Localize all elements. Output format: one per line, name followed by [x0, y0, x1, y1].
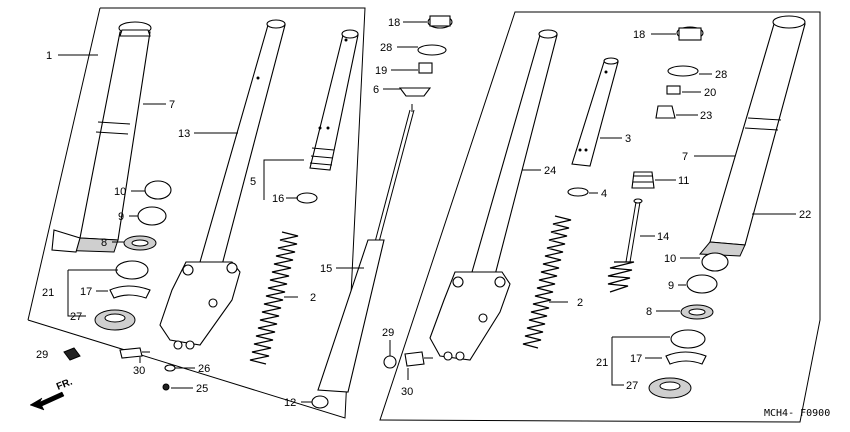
label-10: 10: [114, 186, 126, 198]
label-17-right: 17: [630, 353, 642, 365]
fork-slider-right: [429, 29, 558, 361]
cap-parts-right: [567, 26, 704, 197]
label-1: 1: [46, 50, 52, 62]
label-2: 2: [310, 292, 316, 304]
right-panel-border: [379, 11, 821, 423]
label-29: 29: [36, 349, 48, 361]
direction-label: FR.: [55, 376, 74, 392]
fork-spring-left: [249, 231, 299, 365]
damper-rod-left: [309, 29, 359, 171]
label-30-right: 30: [401, 386, 413, 398]
label-11: 11: [678, 175, 689, 187]
diagram-code: MCH4- F0900: [764, 408, 830, 419]
label-12: 12: [284, 397, 296, 409]
small-washers-left: [63, 192, 329, 409]
label-25: 25: [196, 383, 208, 395]
label-4: 4: [601, 188, 607, 200]
label-17: 17: [80, 286, 92, 298]
label-3: 3: [625, 133, 631, 145]
label-26: 26: [198, 363, 210, 375]
label-18-right: 18: [633, 29, 645, 41]
damper-cartridge-right: [607, 198, 643, 293]
label-7: 7: [169, 99, 175, 111]
label-27: 27: [70, 311, 82, 323]
cap-parts-left: [398, 15, 453, 97]
label-2-right: 2: [577, 297, 583, 309]
fork-slider-left: [159, 19, 286, 350]
dust-seals-right: [648, 252, 729, 399]
label-22: 22: [799, 209, 811, 221]
label-13: 13: [178, 128, 190, 140]
label-5: 5: [250, 176, 256, 188]
label-20: 20: [704, 87, 716, 99]
label-16: 16: [272, 193, 284, 205]
leaders-right: [389, 33, 796, 386]
leaders-left: [58, 21, 427, 403]
label-15: 15: [320, 263, 332, 275]
label-28: 28: [380, 42, 392, 54]
left-panel-edge: [27, 7, 101, 321]
label-23: 23: [700, 110, 712, 122]
fork-spring-right: [522, 215, 572, 349]
label-27-right: 27: [626, 380, 638, 392]
label-6: 6: [373, 84, 379, 96]
label-18: 18: [388, 17, 400, 29]
label-14: 14: [657, 231, 669, 243]
label-19: 19: [375, 65, 387, 77]
label-28-right: 28: [715, 69, 727, 81]
label-21: 21: [42, 287, 54, 299]
front-direction-arrow: FR.: [29, 376, 74, 411]
label-8-right: 8: [646, 306, 652, 318]
label-24: 24: [544, 165, 556, 177]
label-21-right: 21: [596, 357, 608, 369]
small-parts-right: [383, 351, 433, 369]
outer-tube-left: [51, 21, 152, 253]
outer-tube-right: [698, 15, 806, 257]
label-9-right: 9: [668, 280, 674, 292]
label-8: 8: [101, 237, 107, 249]
label-29-right: 29: [382, 327, 394, 339]
label-10-right: 10: [664, 253, 676, 265]
fork-pipe-left: [317, 104, 415, 393]
label-7-right: 7: [682, 151, 688, 163]
label-9: 9: [118, 211, 124, 223]
left-panel-border: [27, 7, 366, 419]
label-30: 30: [133, 365, 145, 377]
damper-rod-right: [571, 57, 619, 167]
